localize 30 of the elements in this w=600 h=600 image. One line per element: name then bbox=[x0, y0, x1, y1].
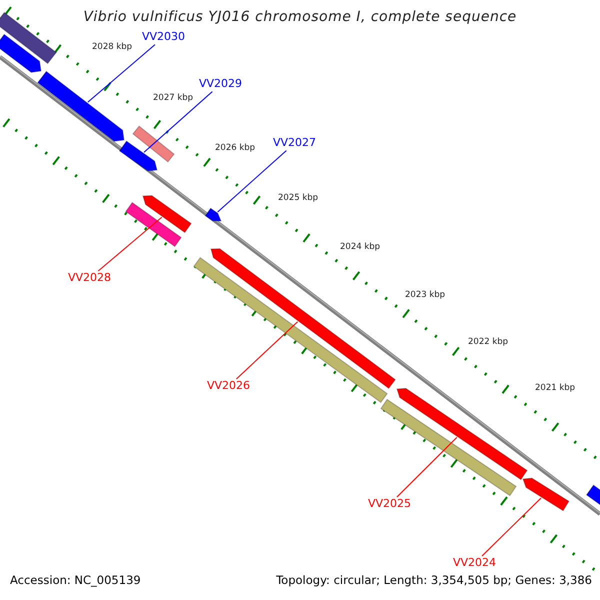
tick-label: 2022 kbp bbox=[468, 338, 508, 348]
gene-label: VV2029 bbox=[199, 78, 242, 91]
gene-bar bbox=[204, 208, 222, 222]
gene-label: VV2024 bbox=[453, 557, 496, 570]
title: Vibrio vulnificus YJ016 chromosome I, complete sequence bbox=[82, 9, 518, 26]
tick-label: 2023 kbp bbox=[405, 291, 446, 301]
tick-label: 2024 kbp bbox=[340, 243, 380, 253]
gene-label: VV2025 bbox=[368, 498, 412, 511]
gene-bar bbox=[118, 140, 158, 172]
leader-line bbox=[98, 216, 162, 272]
gene-bar bbox=[396, 388, 528, 480]
gene-label: VV2028 bbox=[68, 272, 112, 285]
genome-stats-text: Topology: circular; Length: 3,354,505 bp; Genes: 3,386 bbox=[276, 574, 592, 588]
gene-bar bbox=[522, 478, 570, 512]
tick-label: 2025 kbp bbox=[278, 194, 318, 204]
accession-text: Accession: NC_005139 bbox=[10, 574, 141, 588]
leader-line bbox=[217, 150, 287, 212]
tick-label: 2021 kbp bbox=[535, 384, 576, 394]
leader-line bbox=[144, 91, 213, 153]
tick-label: 2026 kbp bbox=[215, 144, 256, 154]
gene-bar bbox=[37, 70, 125, 142]
gene-label: VV2030 bbox=[142, 31, 186, 44]
tick-label: 2028 kbp bbox=[92, 43, 132, 53]
leader-line bbox=[481, 498, 542, 556]
gene-label: VV2027 bbox=[273, 137, 316, 150]
leader-line bbox=[396, 436, 458, 498]
gene-label: VV2026 bbox=[207, 380, 250, 393]
tick-label: 2027 kbp bbox=[153, 94, 194, 104]
gene-bar bbox=[142, 195, 192, 234]
leader-line bbox=[87, 44, 156, 103]
